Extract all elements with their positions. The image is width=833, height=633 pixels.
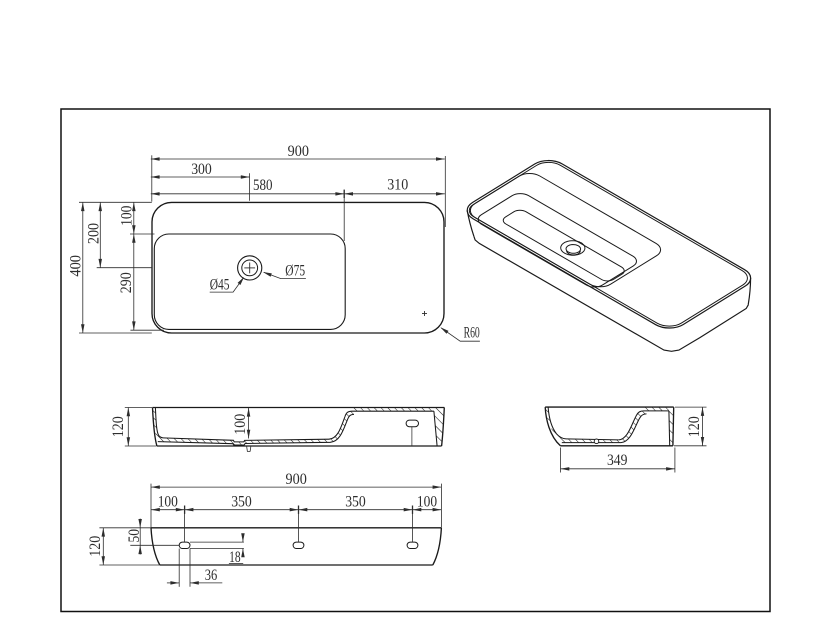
svg-text:580: 580: [253, 176, 273, 194]
svg-text:100: 100: [231, 414, 249, 435]
svg-text:400: 400: [66, 255, 84, 277]
svg-text:290: 290: [117, 272, 135, 293]
svg-text:300: 300: [191, 160, 212, 178]
svg-text:120: 120: [86, 536, 104, 557]
svg-text:Ø75: Ø75: [285, 262, 305, 280]
svg-text:100: 100: [417, 493, 437, 511]
svg-text:120: 120: [109, 416, 127, 437]
svg-text:100: 100: [118, 206, 136, 226]
svg-text:350: 350: [231, 493, 252, 511]
svg-text:120: 120: [685, 416, 703, 437]
svg-text:349: 349: [607, 451, 628, 469]
svg-text:100: 100: [158, 493, 178, 511]
svg-text:50: 50: [125, 529, 143, 543]
svg-text:18: 18: [229, 548, 241, 566]
svg-text:900: 900: [288, 142, 309, 160]
svg-text:310: 310: [387, 176, 408, 194]
svg-text:Ø45: Ø45: [210, 275, 230, 293]
svg-text:200: 200: [84, 223, 102, 244]
svg-text:350: 350: [345, 493, 366, 511]
svg-text:36: 36: [205, 566, 218, 584]
svg-text:R60: R60: [464, 324, 480, 342]
svg-text:900: 900: [286, 470, 307, 488]
